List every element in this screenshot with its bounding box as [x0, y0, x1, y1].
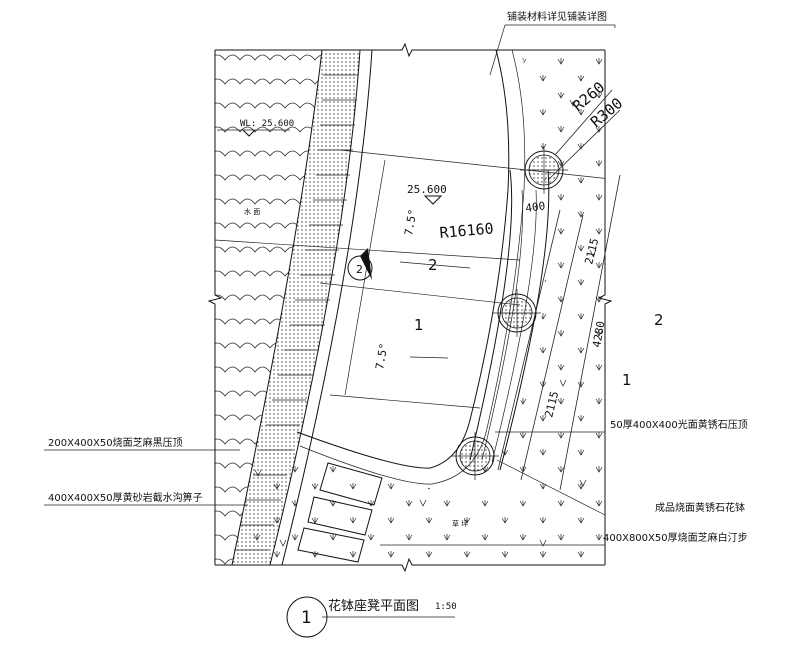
- lawn-bottom: [240, 450, 605, 565]
- stepping-stones: [297, 462, 383, 563]
- dim-400: 400: [525, 199, 546, 215]
- lawn-right: [480, 50, 605, 520]
- planter-bottom: [451, 432, 499, 480]
- callout-planter: 成品烧面黄锈石花钵: [655, 501, 745, 514]
- section-marker: 2: [347, 248, 373, 281]
- section-number: 2: [356, 263, 363, 276]
- paving-boundary: [296, 50, 510, 469]
- callout-cap-stone: 50厚400X400光面黄锈石压顶: [610, 418, 748, 431]
- dim-2115-top: 2115: [582, 237, 601, 266]
- lawn-symbols: [254, 99, 597, 547]
- grate-segment-lines: [234, 74, 358, 551]
- dim-r16160: R16160: [439, 219, 495, 242]
- elevation-marker: [217, 129, 443, 205]
- callout-stepping-stone: 400X800X50厚烧面芝麻白汀步: [603, 531, 748, 544]
- area-1-right: 1: [622, 371, 632, 389]
- drawing-scale: 1:50: [435, 602, 457, 612]
- area-2-center: 2: [428, 256, 438, 274]
- elevation-wl: WL: 25.600: [240, 119, 294, 129]
- zone-water-label: 水 面: [244, 207, 260, 216]
- dim-2115-bottom: 2115: [542, 390, 561, 419]
- callout-paving: 铺装材料详见铺装详图: [507, 10, 607, 23]
- planter-top: [520, 146, 568, 194]
- zone-lawn-label: 草 坪: [452, 519, 468, 528]
- title-block: 1 花钵座凳平面图 1:50: [286, 596, 457, 638]
- leader-lines: [44, 24, 616, 618]
- angle-top: 7.5°: [402, 208, 419, 236]
- angle-bottom: 7.5°: [373, 342, 390, 370]
- dimension-lines: [497, 89, 621, 491]
- planter-middle: [493, 289, 541, 337]
- elevation-center: 25.600: [407, 183, 447, 196]
- area-2-right: 2: [654, 311, 664, 329]
- drawing-title: 花钵座凳平面图: [328, 598, 419, 614]
- dim-4280: 4280: [590, 320, 607, 348]
- drain-grate-channel: [231, 50, 361, 565]
- water-area: [215, 50, 322, 565]
- area-1-center: 1: [414, 316, 424, 334]
- detail-number: 1: [301, 608, 312, 628]
- callout-left-cap: 200X400X50烧面芝麻黑压顶: [48, 436, 183, 449]
- callout-drain-grate: 400X400X50厚黄砂岩截水沟箅子: [48, 491, 203, 504]
